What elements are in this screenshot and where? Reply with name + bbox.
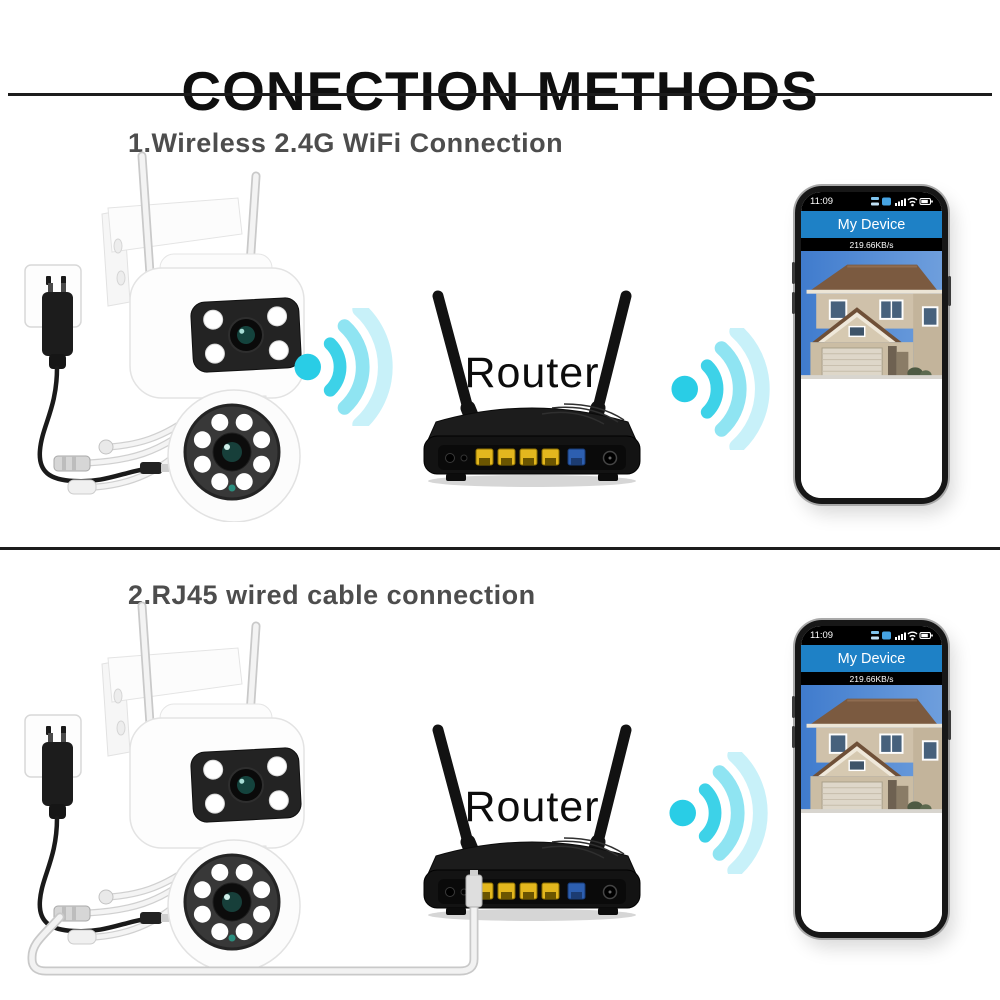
- status-time: 11:09: [810, 630, 834, 641]
- phone-screen: 11:09 My Device 219.66KB/s: [801, 626, 942, 932]
- section-divider: [0, 547, 1000, 550]
- router-label: Router: [464, 349, 600, 397]
- wifi-waves-icon: [670, 328, 778, 450]
- phone-screen: 11:09 My Device 219.66KB/s: [801, 192, 942, 498]
- smartphone: 11:09 My Device 219.66KB/s: [792, 186, 951, 504]
- section-1-heading: 1.Wireless 2.4G WiFi Connection: [128, 128, 564, 159]
- section-2-heading: 2.RJ45 wired cable connection: [128, 580, 536, 611]
- app-title-bar: My Device: [801, 211, 942, 238]
- screen-blank-area: [801, 379, 942, 498]
- bandwidth-readout: 219.66KB/s: [801, 672, 942, 685]
- app-title-bar: My Device: [801, 645, 942, 672]
- power-button: [948, 276, 951, 306]
- wifi-waves-icon: [668, 752, 776, 874]
- volume-down-button: [792, 726, 795, 748]
- screen-blank-area: [801, 813, 942, 932]
- volume-up-button: [792, 262, 795, 284]
- status-icons: [871, 630, 933, 641]
- wifi-waves-icon: [293, 308, 401, 426]
- camera-live-view: [801, 251, 942, 379]
- rj45-connector: [465, 874, 483, 908]
- volume-up-button: [792, 696, 795, 718]
- camera-illustration: [12, 150, 312, 522]
- router-label: Router: [464, 783, 600, 831]
- status-icons: [871, 196, 933, 207]
- status-bar: 11:09: [801, 192, 942, 211]
- status-bar: 11:09: [801, 626, 942, 645]
- house-view-image: [801, 685, 942, 813]
- status-time: 11:09: [810, 196, 834, 207]
- volume-down-button: [792, 292, 795, 314]
- camera-live-view: [801, 685, 942, 813]
- title-underline: [8, 93, 992, 96]
- ethernet-cable: [27, 870, 483, 976]
- house-view-image: [801, 251, 942, 379]
- power-button: [948, 710, 951, 740]
- bandwidth-readout: 219.66KB/s: [801, 238, 942, 251]
- smartphone: 11:09 My Device 219.66KB/s: [792, 620, 951, 938]
- page-title: CONECTION METHODS: [181, 59, 819, 122]
